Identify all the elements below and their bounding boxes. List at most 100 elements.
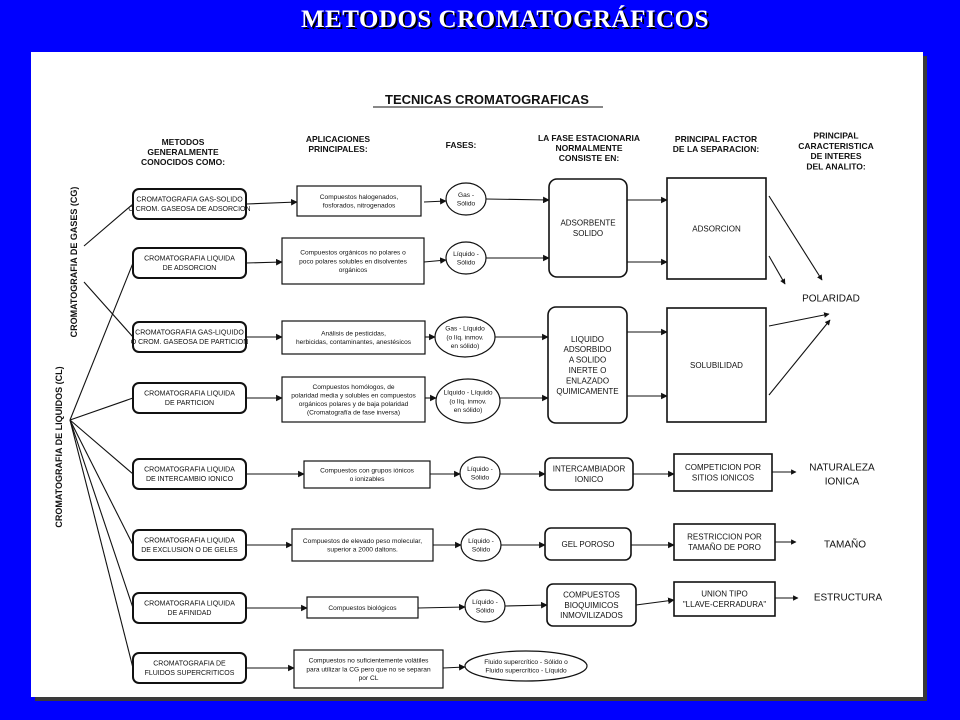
- flow-arrow: [423, 197, 447, 205]
- flow-arrow: [485, 196, 550, 204]
- application-box: [291, 528, 434, 562]
- factor-box: [673, 453, 773, 492]
- header-estacionaria-line: LA FASE ESTACIONARIA: [538, 133, 640, 143]
- stationary-label-line: IONICO: [575, 475, 603, 484]
- flow-arrow: [635, 597, 675, 606]
- factor-label-line: COMPETICION POR: [685, 463, 761, 472]
- header-caracteristica-line: CARACTERISTICA: [798, 141, 874, 151]
- phase-label-line: Sólido: [476, 608, 495, 615]
- stationary-label-line: QUIMICAMENTE: [556, 387, 618, 396]
- phase-label-line: Líquido -: [467, 466, 493, 473]
- method-box: [132, 188, 247, 220]
- flow-arrow: [245, 258, 283, 266]
- phase-ellipse: [459, 456, 501, 490]
- stationary-label-line: ENLAZADO: [566, 376, 609, 385]
- application-label-line: por CL: [359, 675, 379, 682]
- application-label-line: Compuestos biológicos: [328, 605, 397, 612]
- factor-label-line: UNION TIPO: [701, 590, 748, 599]
- method-label-line: DE PARTICION: [165, 400, 214, 407]
- phase-label-line: Sólido: [457, 260, 476, 267]
- method-label-line: DE EXCLUSION O DE GELES: [141, 547, 238, 554]
- method-label-line: O CROM. GASEOSA DE PARTICION: [131, 339, 249, 346]
- application-label-line: Compuestos no suficientemente volátiles: [309, 658, 430, 665]
- factor-box: [666, 177, 767, 280]
- stationary-label-line: INTERCAMBIADOR: [553, 465, 626, 474]
- phase-label-line: (o líq. inmov.: [449, 398, 486, 405]
- application-box: [281, 376, 426, 423]
- phase-ellipse: [445, 241, 487, 275]
- factor-label-line: SOLUBILIDAD: [690, 361, 743, 370]
- method-box: [132, 592, 247, 624]
- header-fases-line: FASES:: [446, 140, 477, 150]
- header-metodos-line: GENERALMENTE: [147, 147, 219, 157]
- phase-label-line: Gas - Líquido: [445, 326, 485, 333]
- stationary-label-line: SOLIDO: [573, 229, 603, 238]
- header-caracteristica-line: DEL ANALITO:: [806, 161, 866, 171]
- method-box: [132, 652, 247, 684]
- property-label-line: NATURALEZA: [809, 463, 875, 474]
- application-box: [281, 320, 426, 355]
- application-label-line: o ionizables: [350, 476, 386, 483]
- application-label-line: Compuestos con grupos iónicos: [320, 468, 415, 475]
- phase-ellipse: [434, 316, 496, 358]
- phase-label-line: Líquido - Líquido: [443, 390, 492, 397]
- stationary-label-line: A SOLIDO: [569, 356, 606, 365]
- method-label-line: FLUIDOS SUPERCRITICOS: [145, 670, 235, 677]
- factor-label-line: TAMAÑO DE PORO: [688, 543, 761, 552]
- phase-ellipse: [435, 378, 501, 424]
- property-label-line: POLARIDAD: [802, 294, 860, 305]
- phase-label-line: Líquido -: [453, 251, 479, 258]
- polaridad-arrow: [768, 195, 823, 281]
- phase-ellipse: [464, 589, 506, 623]
- phase-label-line: Fluido supercrítico - Sólido o: [484, 659, 568, 666]
- application-box: [293, 649, 444, 689]
- application-box: [296, 185, 422, 217]
- stationary-label-line: LIQUIDO: [571, 335, 604, 344]
- property-label-line: ESTRUCTURA: [814, 593, 883, 604]
- application-label-line: poco polares solubles en disolventes: [299, 258, 407, 265]
- header-aplicaciones-line: APLICACIONES: [306, 134, 371, 144]
- stationary-label-line: COMPUESTOS: [563, 590, 620, 599]
- application-box: [306, 596, 419, 619]
- factor-box: [673, 581, 776, 617]
- side-label-liquidos: CROMATOGRAFIA DE LIQUIDOS (CL): [54, 366, 64, 527]
- stationary-label-line: BIOQUIMICOS: [564, 601, 618, 610]
- application-box: [281, 237, 425, 285]
- stationary-label-line: GEL POROSO: [561, 540, 614, 549]
- method-label-line: DE INTERCAMBIO IONICO: [146, 476, 234, 483]
- factor-label-line: ADSORCION: [692, 224, 741, 233]
- phase-label-line: Líquido -: [472, 599, 498, 606]
- phase-label-line: en sólido): [451, 343, 480, 350]
- method-label-line: CROMATOGRAFIA LIQUIDA: [144, 467, 235, 474]
- header-metodos-line: METODOS: [162, 137, 205, 147]
- flow-arrow: [442, 663, 466, 671]
- factor-box: [666, 307, 767, 423]
- property-label-line: TAMAÑO: [824, 538, 866, 551]
- stationary-box: [544, 527, 632, 561]
- header-aplicaciones-line: PRINCIPALES:: [308, 144, 368, 154]
- method-label-line: CROMATOGRAFIA LIQUIDA: [144, 256, 235, 263]
- fan-line-liquidos: [69, 419, 134, 669]
- method-label-line: CROMATOGRAFIA LIQUIDA: [144, 391, 235, 398]
- phase-label-line: Sólido: [457, 201, 476, 208]
- method-label-line: CROMATOGRAFIA LIQUIDA: [144, 601, 235, 608]
- property-label-line: IONICA: [825, 477, 860, 488]
- stationary-box: [547, 306, 628, 424]
- header-estacionaria-line: NORMALMENTE: [555, 143, 622, 153]
- method-label-line: CROMATOGRAFIA LIQUIDA: [144, 538, 235, 545]
- header-metodos-line: CONOCIDOS COMO:: [141, 157, 225, 167]
- application-label-line: orgánicos: [339, 267, 368, 274]
- stationary-label-line: INMOVILIZADOS: [560, 611, 623, 620]
- fan-line-liquidos: [69, 419, 134, 475]
- flow-arrow: [423, 257, 447, 264]
- header-caracteristica-line: PRINCIPAL: [813, 131, 858, 141]
- application-label-line: orgánicos polares y de baja polaridad: [299, 401, 409, 408]
- polaridad-arrow: [768, 319, 831, 396]
- phase-ellipse: [445, 182, 487, 216]
- method-box: [132, 321, 247, 353]
- method-label-line: CROMATOGRAFIA GAS-LIQUIDO: [135, 330, 244, 337]
- phase-label-line: (o líq. inmov.: [446, 334, 483, 341]
- header-caracteristica-line: DE INTERES: [810, 151, 861, 161]
- diagram-title: TECNICAS CROMATOGRAFICAS: [385, 92, 589, 107]
